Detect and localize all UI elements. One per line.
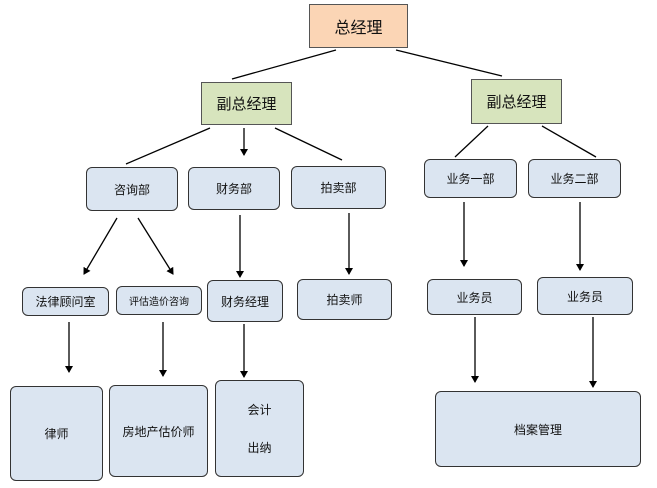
node-vp-left: 副总经理	[201, 82, 292, 125]
link-vpl-consulting	[125, 127, 211, 165]
node-label: 总经理	[334, 18, 383, 37]
node-label-accountant: 会计	[247, 402, 272, 417]
node-label: 房地产估价师	[122, 424, 195, 439]
node-auctioneer: 拍卖师	[297, 279, 392, 320]
node-sales-2: 业务二部	[528, 159, 621, 198]
node-label: 财务经理	[220, 294, 269, 309]
node-label: 评估造价咨询	[129, 297, 189, 308]
node-label: 档案管理	[513, 422, 562, 437]
link-vpr-sales1	[454, 125, 489, 158]
link-gm-vp-right	[395, 49, 503, 77]
node-accounting: 会计 出纳	[215, 380, 304, 477]
node-label: 拍卖部	[320, 181, 357, 195]
node-label: 财务部	[215, 182, 252, 196]
node-consulting: 咨询部	[86, 167, 178, 211]
node-label: 业务员	[456, 290, 493, 305]
node-label-cashier: 出纳	[247, 440, 272, 455]
node-label: 业务员	[566, 289, 603, 304]
node-vp-right: 副总经理	[471, 79, 562, 124]
node-label: 业务一部	[446, 172, 495, 186]
link-vpl-auction	[274, 127, 343, 161]
node-finance-manager: 财务经理	[207, 280, 283, 322]
node-sales-staff-1: 业务员	[427, 279, 522, 315]
node-lawyer: 律师	[10, 386, 103, 481]
node-real-estate-appraiser: 房地产估价师	[109, 385, 208, 477]
node-sales-staff-2: 业务员	[537, 277, 633, 315]
link-consulting-legal	[83, 217, 118, 275]
link-consulting-appraisal	[137, 217, 174, 275]
node-sales-1: 业务一部	[424, 159, 517, 198]
node-label: 副总经理	[486, 93, 547, 111]
link-gm-vp-left	[231, 49, 337, 80]
link-vpr-sales2	[541, 125, 597, 158]
node-label: 业务二部	[550, 172, 599, 186]
node-label: 副总经理	[216, 95, 277, 113]
node-label: 律师	[44, 427, 69, 441]
node-finance: 财务部	[188, 167, 280, 210]
node-legal-office: 法律顾问室	[22, 287, 109, 316]
node-archive-management: 档案管理	[435, 391, 641, 467]
node-label: 法律顾问室	[35, 295, 96, 309]
node-auction: 拍卖部	[291, 166, 386, 209]
node-general-manager: 总经理	[309, 4, 408, 48]
node-label: 拍卖师	[326, 293, 363, 307]
node-label: 咨询部	[113, 182, 150, 197]
node-appraisal-consulting: 评估造价咨询	[116, 286, 202, 315]
